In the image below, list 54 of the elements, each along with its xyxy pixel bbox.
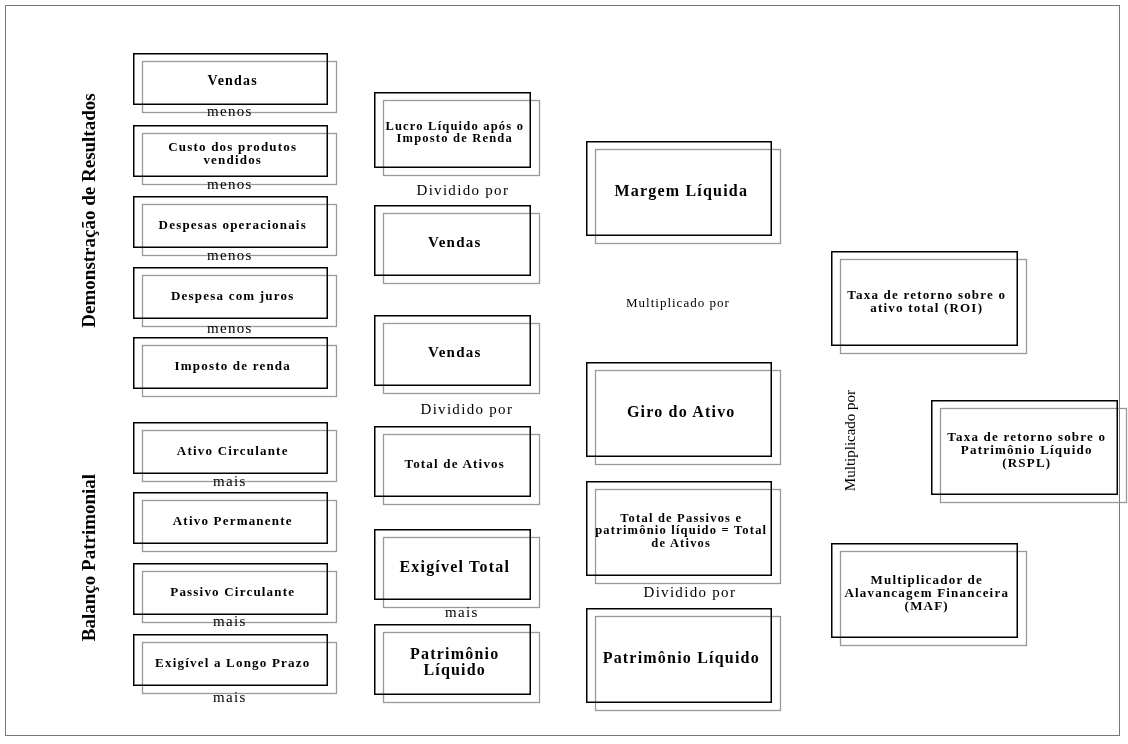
operator-label: Dividido por bbox=[420, 401, 514, 417]
section-label: Demonstração de Resultados bbox=[78, 92, 98, 328]
box-label: Total de Ativos bbox=[404, 457, 506, 470]
box-label: Patrimônio Líquido bbox=[602, 649, 760, 666]
box-label: Custo dos produtos vendidos bbox=[167, 140, 299, 166]
double-framed-box bbox=[133, 634, 337, 694]
box-label: Vendas bbox=[428, 345, 482, 360]
double-framed-box bbox=[374, 205, 540, 284]
operator-label: menos bbox=[207, 103, 253, 119]
box-label: Patrimônio Líquido bbox=[409, 645, 501, 678]
box-label: Lucro Líquido após o Imposto de Renda bbox=[384, 119, 526, 145]
double-framed-box bbox=[374, 92, 540, 176]
box-label: Exigível a Longo Prazo bbox=[155, 655, 311, 669]
double-framed-box bbox=[133, 267, 337, 327]
double-framed-box bbox=[831, 251, 1027, 354]
double-framed-box bbox=[133, 337, 337, 397]
double-framed-box bbox=[133, 492, 337, 552]
double-framed-box bbox=[586, 141, 781, 244]
box-label: Despesa com juros bbox=[171, 288, 295, 302]
double-framed-box bbox=[831, 543, 1027, 646]
double-framed-box bbox=[586, 481, 781, 584]
operator-label: Dividido por bbox=[643, 584, 737, 600]
operator-label: mais bbox=[213, 689, 247, 705]
section-label: Balanço Patrimonial bbox=[78, 473, 98, 641]
operator-label: menos bbox=[207, 176, 253, 192]
box-label: Despesas operacionais bbox=[158, 217, 307, 231]
box-label: Imposto de renda bbox=[174, 358, 291, 372]
operator-label: menos bbox=[207, 320, 253, 336]
box-label: Taxa de retorno sobre o Patrimônio Líquido (RSPL) bbox=[946, 430, 1108, 469]
box-label: Vendas bbox=[207, 74, 258, 88]
double-framed-box bbox=[374, 529, 540, 608]
box-label: Passivo Circulante bbox=[170, 584, 296, 598]
double-framed-box bbox=[586, 608, 781, 711]
box-label: Margem Líquida bbox=[614, 182, 749, 199]
double-framed-box bbox=[586, 362, 781, 465]
operator-label: menos bbox=[207, 247, 253, 263]
operator-label: mais bbox=[213, 613, 247, 629]
double-framed-box bbox=[931, 400, 1127, 503]
operator-label: Multiplicado por bbox=[842, 389, 858, 491]
box-label: Ativo Circulante bbox=[176, 443, 289, 457]
operator-label: Dividido por bbox=[416, 182, 510, 198]
operator-label: mais bbox=[213, 473, 247, 489]
box-label: Exigível Total bbox=[399, 558, 511, 575]
double-framed-box bbox=[374, 624, 540, 703]
box-label: Multiplicador de Alavancagem Financeira (MAF) bbox=[843, 573, 1011, 612]
double-framed-box bbox=[374, 426, 540, 505]
operator-label: mais bbox=[445, 604, 479, 620]
box-label: Giro do Ativo bbox=[626, 403, 736, 420]
operator-label: Multiplicado por bbox=[626, 295, 730, 309]
box-label: Taxa de retorno sobre o ativo total (ROI) bbox=[846, 287, 1008, 314]
box-label: Ativo Permanente bbox=[172, 513, 293, 527]
box-label: Vendas bbox=[428, 235, 482, 250]
double-framed-box bbox=[374, 315, 540, 394]
box-label: Total de Passivos e patrimônio líquido = Total de Ativos bbox=[594, 511, 769, 550]
